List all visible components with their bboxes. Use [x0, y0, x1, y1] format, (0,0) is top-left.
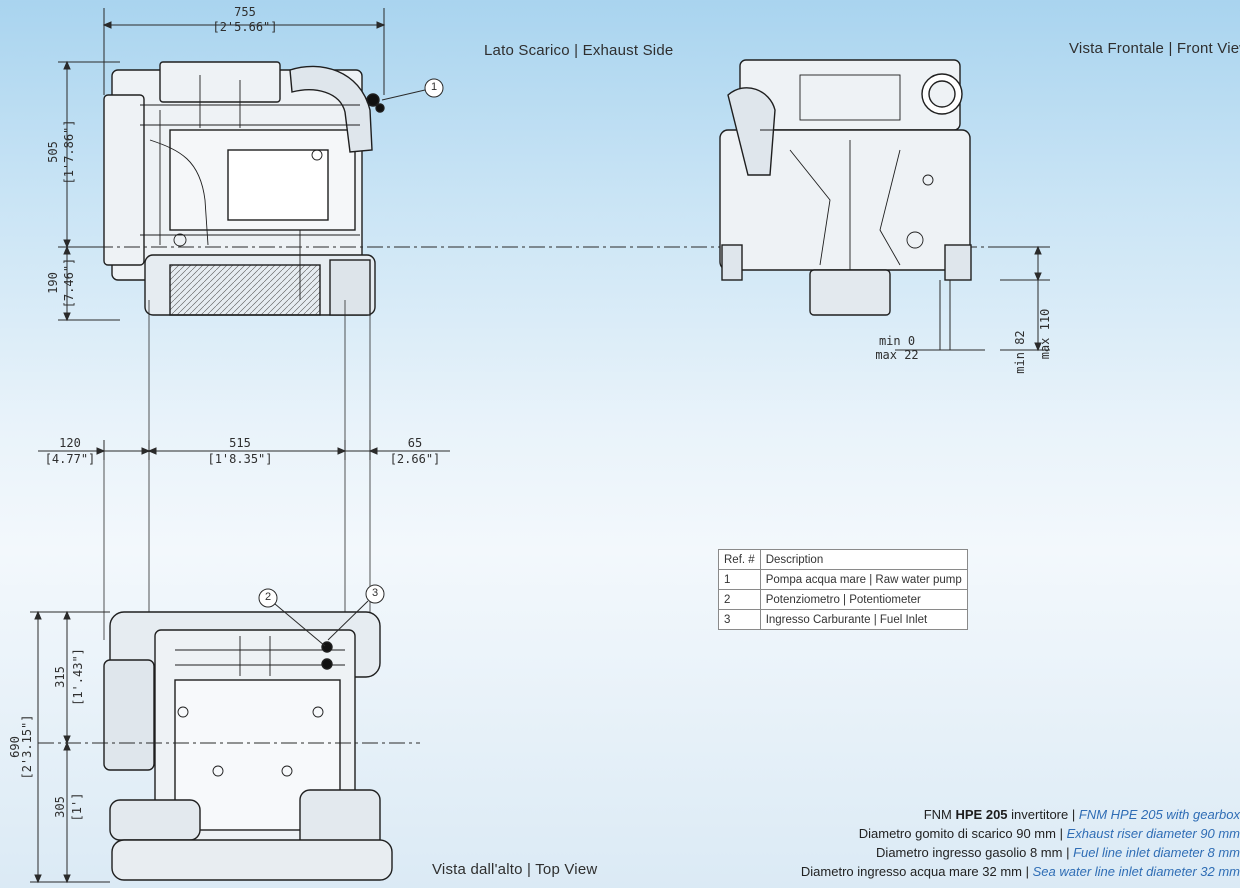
width-lower-in: [1'] — [70, 792, 84, 822]
spec-it-post: invertitore — [1007, 807, 1072, 822]
ref-description: Ingresso Carburante | Fuel Inlet — [759, 609, 968, 630]
height-upper-in: [1'7.86"] — [62, 119, 76, 185]
callout-2: 2 — [264, 591, 272, 603]
seg-right-mm: 65 — [407, 436, 423, 450]
foot-v-min: min 82 — [1013, 330, 1027, 374]
exhaust-side-engine — [103, 61, 385, 316]
seg-right-in: [2.66"] — [389, 452, 441, 466]
spec-sep: | — [1059, 826, 1063, 841]
width-lower-mm: 305 — [53, 796, 67, 818]
seg-mid-mm: 515 — [229, 436, 251, 450]
top-view-engine — [103, 611, 393, 881]
spec-en: Fuel line inlet diameter 8 mm — [1073, 845, 1240, 860]
spec-it: Diametro ingresso gasolio 8 mm — [876, 845, 1067, 860]
callout-1: 1 — [430, 81, 438, 93]
spec-it-pre: FNM — [923, 807, 956, 822]
width-dimension — [30, 610, 110, 884]
ref-number: 2 — [718, 589, 761, 610]
seg-mid-in: [1'8.35"] — [207, 452, 273, 466]
ref-description: Potenziometro | Potentiometer — [759, 589, 968, 610]
spec-en: Exhaust riser diameter 90 mm — [1066, 826, 1240, 841]
front-view-engine — [719, 59, 972, 316]
spec-en: Sea water line inlet diameter 32 mm — [1032, 864, 1240, 879]
callout-1-leader — [381, 78, 444, 101]
foot-max: max 22 — [875, 348, 919, 362]
length-mm: 755 — [234, 5, 256, 19]
ref-header-description: Description — [759, 549, 968, 570]
front-view-label: Vista Frontale | Front View — [1069, 40, 1240, 57]
spec-sep: | — [1066, 845, 1070, 860]
width-upper-in: [1'.43"] — [71, 648, 85, 706]
height-lower-in: [7.46"] — [62, 257, 76, 309]
foot-v-max: max 110 — [1038, 308, 1052, 360]
spec-sep: | — [1071, 807, 1076, 822]
callout-leaders-2-3 — [258, 584, 385, 647]
table-row: 2 Potenziometro | Potentiometer — [718, 589, 968, 610]
top-view-label: Vista dall'alto | Top View — [432, 861, 598, 878]
spec-line-3: Diametro ingresso gasolio 8 mm | Fuel li… — [876, 845, 1240, 860]
width-upper-mm: 315 — [53, 666, 67, 688]
seg-left-in: [4.77"] — [44, 452, 96, 466]
foot-min: min 0 — [878, 334, 916, 348]
height-dimension — [58, 60, 120, 322]
ref-header-number: Ref. # — [718, 549, 761, 570]
width-total-in: [2'3.15"] — [20, 714, 34, 780]
ref-description: Pompa acqua mare | Raw water pump — [759, 569, 968, 590]
spec-sep: | — [1025, 864, 1029, 879]
ref-number: 1 — [718, 569, 761, 590]
segment-dimension — [38, 440, 450, 460]
spec-line-4: Diametro ingresso acqua mare 32 mm | Sea… — [801, 864, 1240, 879]
ref-table-header: Ref. # Description — [718, 549, 968, 570]
height-lower-mm: 190 — [46, 272, 60, 294]
spec-line-2: Diametro gomito di scarico 90 mm | Exhau… — [859, 826, 1240, 841]
spec-model: HPE 205 — [955, 807, 1008, 822]
spec-it: Diametro ingresso acqua mare 32 mm — [800, 864, 1026, 879]
table-row: 3 Ingresso Carburante | Fuel Inlet — [718, 609, 968, 630]
length-dimension — [102, 8, 386, 95]
exhaust-side-label: Lato Scarico | Exhaust Side — [484, 42, 674, 59]
spec-it: Diametro gomito di scarico 90 mm — [858, 826, 1060, 841]
length-in: [2'5.66"] — [212, 20, 278, 34]
spec-en: FNM HPE 205 with gearbox — [1078, 807, 1240, 822]
projection-lines — [103, 300, 371, 640]
seg-left-mm: 120 — [59, 436, 81, 450]
height-upper-mm: 505 — [46, 141, 60, 163]
callout-3: 3 — [371, 587, 379, 599]
spec-line-1: FNM HPE 205 invertitore | FNM HPE 205 wi… — [924, 807, 1240, 822]
reference-table: Ref. # Description 1 Pompa acqua mare | … — [718, 549, 968, 630]
table-row: 1 Pompa acqua mare | Raw water pump — [718, 569, 968, 590]
ref-number: 3 — [718, 609, 761, 630]
front-dimensions — [895, 245, 1050, 352]
